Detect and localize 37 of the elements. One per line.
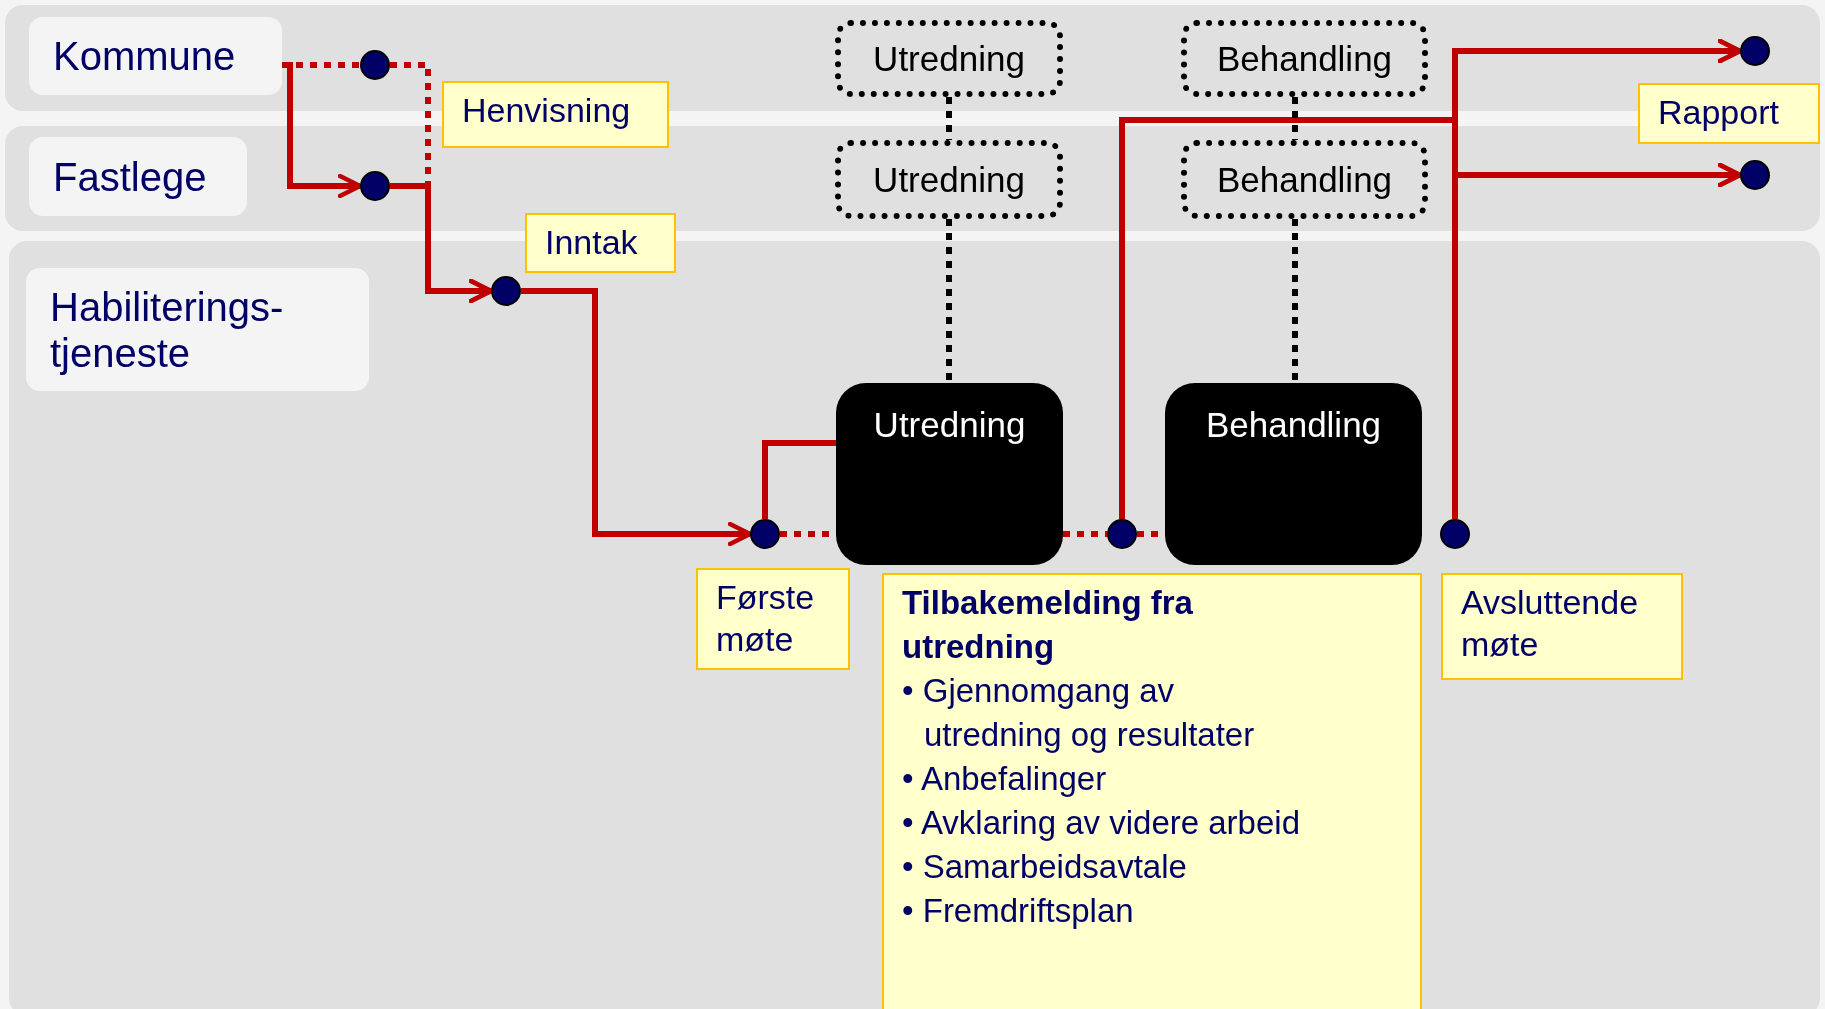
lane-label: Kommune <box>29 17 282 95</box>
bullet-item: • Avklaring av videre arbeid <box>902 803 1301 843</box>
dotted-process-box: Behandling <box>1181 140 1428 219</box>
note-box: Avsluttende møte <box>1441 573 1683 680</box>
connector-line <box>762 440 836 519</box>
node-dot <box>1440 519 1470 549</box>
note-box: Første møte <box>696 568 850 670</box>
bullet-item: • Anbefalinger <box>902 759 1108 799</box>
node-dot <box>491 276 521 306</box>
process-box: Utredning <box>836 383 1063 565</box>
dotted-process-box: Utredning <box>835 140 1063 219</box>
arrow <box>390 183 494 304</box>
node-dot <box>1740 36 1770 66</box>
arrow <box>521 288 753 547</box>
bullet-item: • Fremdriftsplan <box>902 891 1135 931</box>
connector-line <box>946 219 952 383</box>
node-dot <box>1107 519 1137 549</box>
process-box: Behandling <box>1165 383 1422 565</box>
connector-line <box>1292 97 1298 140</box>
note-heading: Tilbakemelding fra utredning <box>902 583 1194 667</box>
bullet-item: • Samarbeidsavtale <box>902 847 1188 887</box>
node-dot <box>360 171 390 201</box>
node-dot <box>360 50 390 80</box>
connector-line <box>1292 219 1298 383</box>
lane-label: Habiliterings- tjeneste <box>26 268 369 391</box>
dotted-process-box: Behandling <box>1181 20 1428 97</box>
connector-line <box>1063 531 1107 537</box>
note-box: Inntak <box>525 213 676 273</box>
bullet-item: • Gjennomgang av utredning og resultater <box>902 671 1256 755</box>
note-box: Rapport <box>1638 83 1820 144</box>
note-box: Henvisning <box>442 81 669 148</box>
dotted-process-box: Utredning <box>835 20 1063 97</box>
node-dot <box>1740 160 1770 190</box>
lane-label: Fastlege <box>29 137 247 216</box>
connector-line <box>946 97 952 140</box>
note-box <box>882 573 1422 1009</box>
node-dot <box>750 519 780 549</box>
